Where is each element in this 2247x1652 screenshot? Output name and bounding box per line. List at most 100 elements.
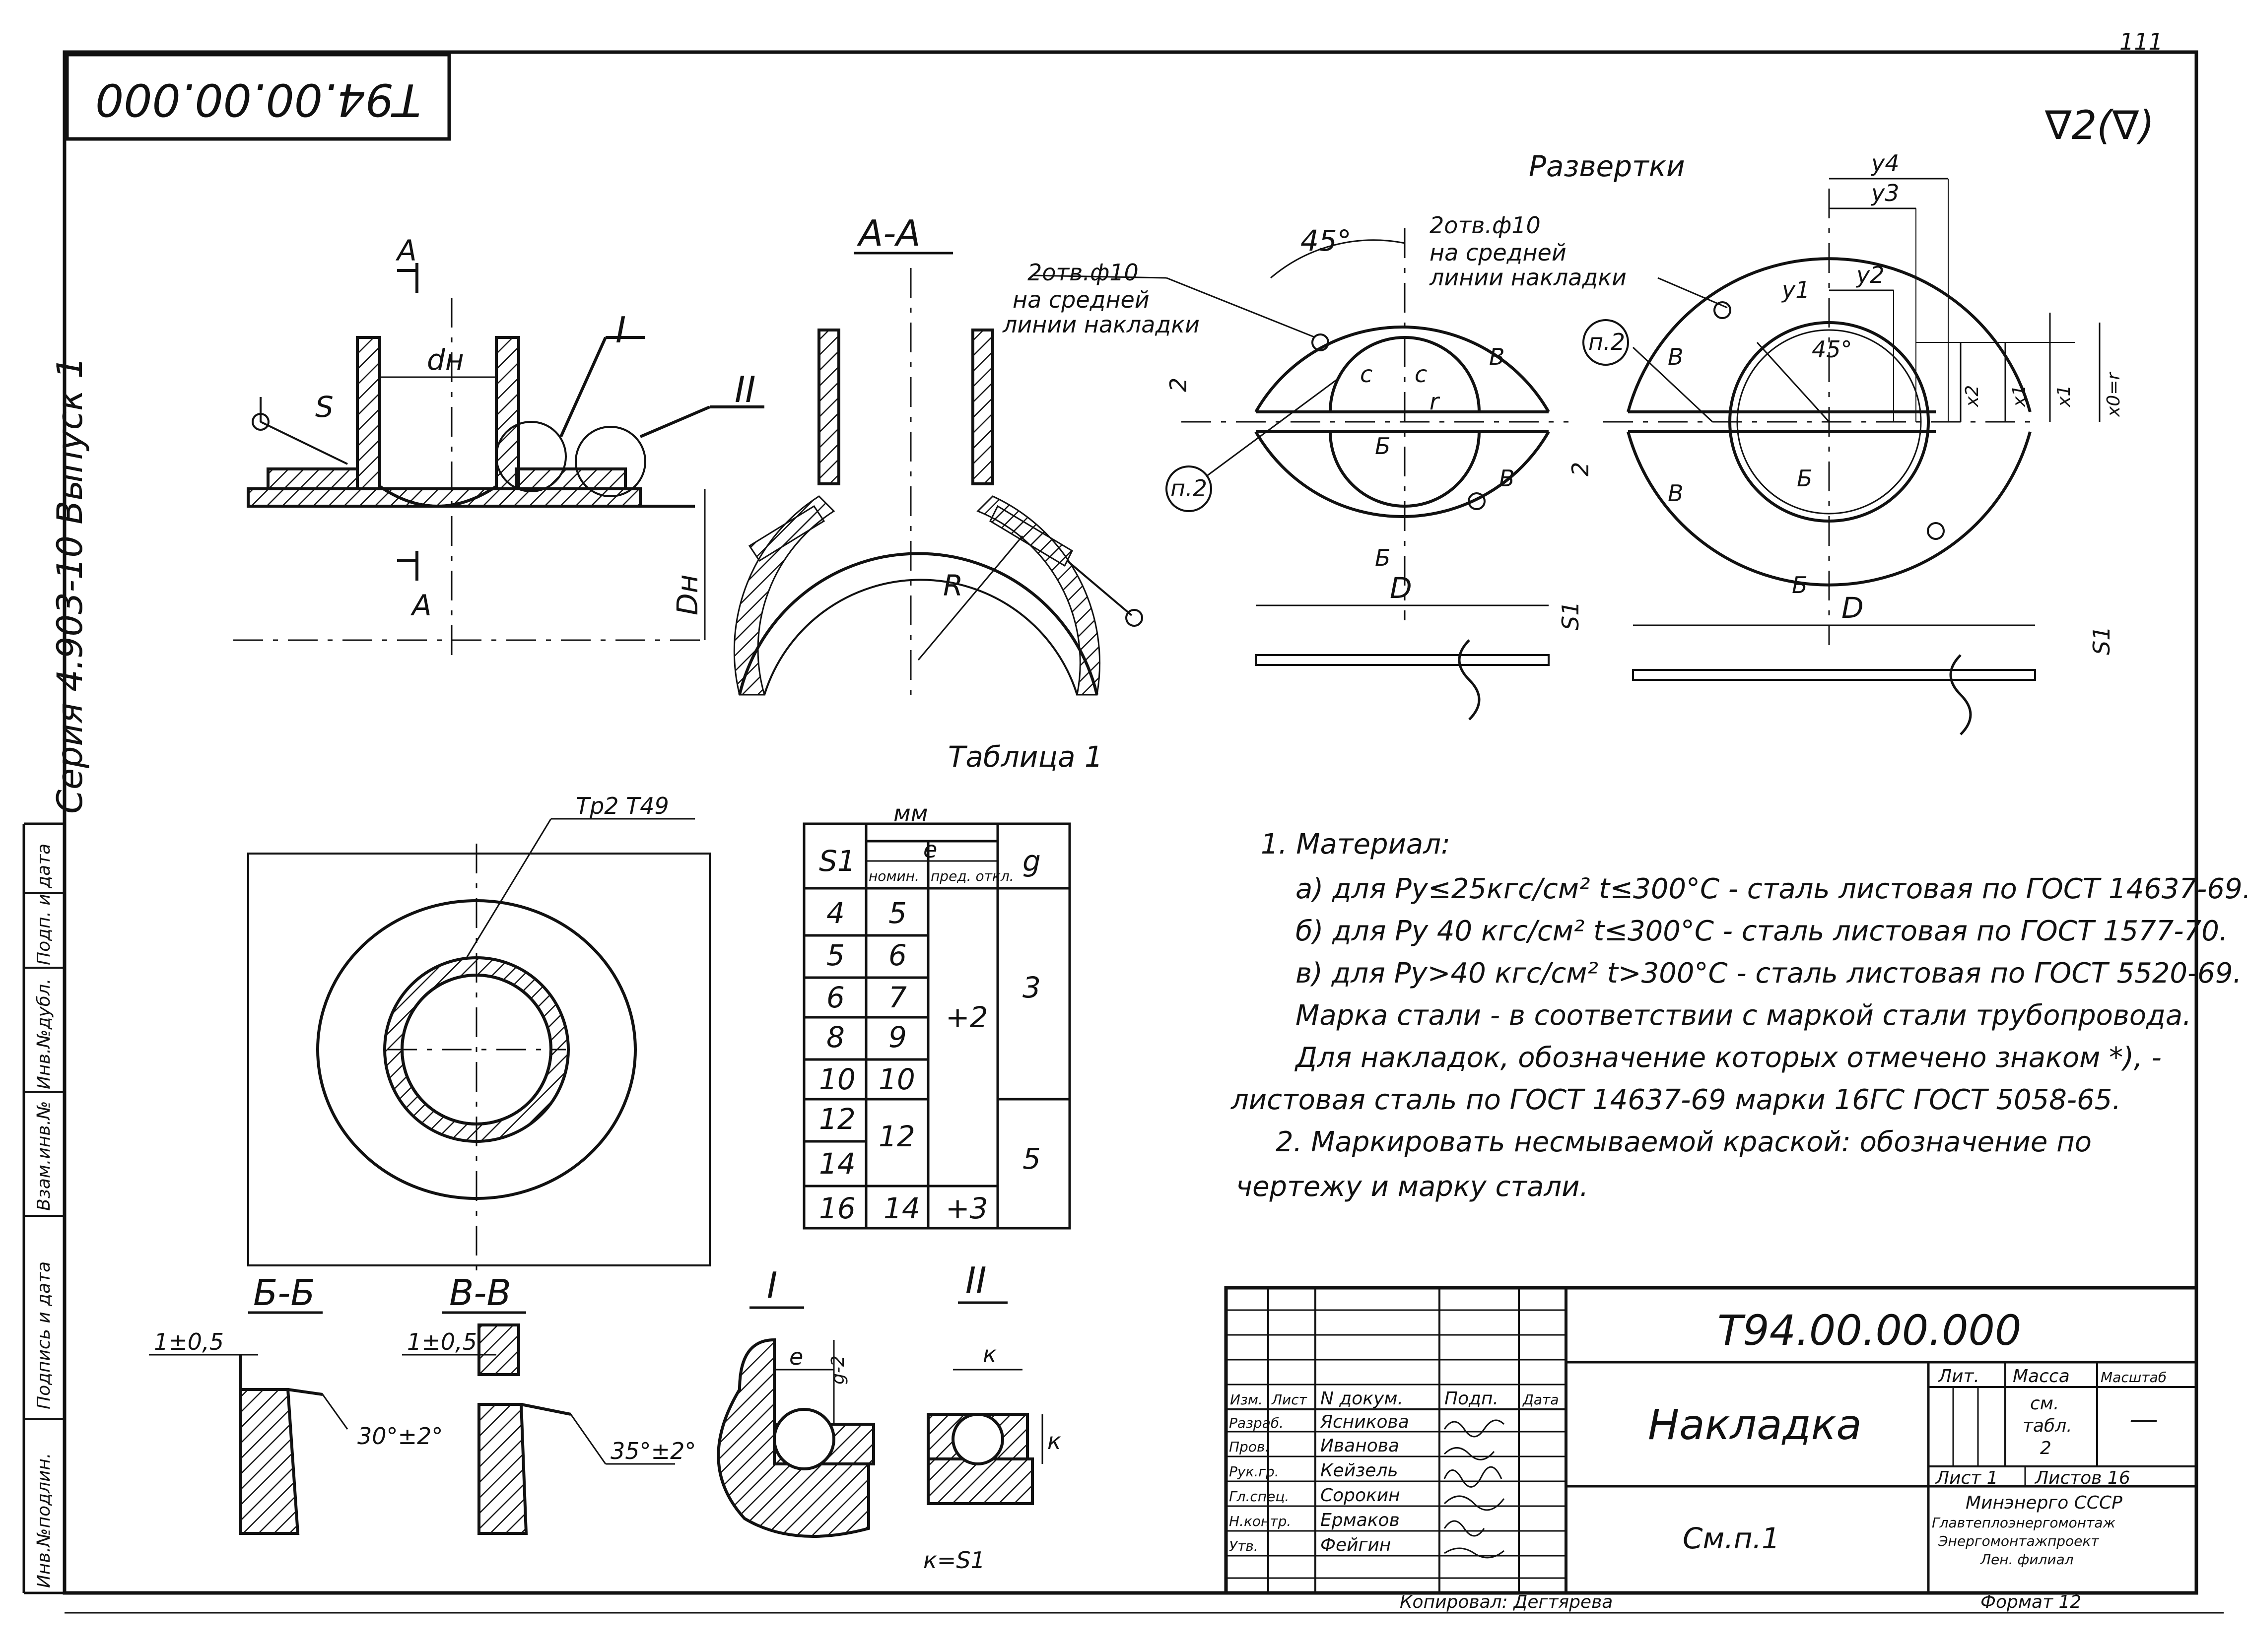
tb-h-doc: N докум. <box>1320 1388 1403 1409</box>
development-1 <box>1032 228 1568 721</box>
tb-role-4: Гл.спец. <box>1229 1488 1289 1505</box>
dev2-y4: у4 <box>1870 150 1900 177</box>
dev1-hole-line3: линии накладки <box>1002 311 1200 338</box>
table-head-dev: пред. откл. <box>931 868 1014 884</box>
tb-role-1: Разраб. <box>1229 1415 1284 1431</box>
roughness-mark: ∇2(∇) <box>2044 102 2154 148</box>
dev2-hole-line3: линии накладки <box>1429 264 1627 291</box>
series-label: Серия 4.903-10 Выпуск 1 <box>50 357 90 814</box>
dev2-V2: В <box>1668 480 1684 507</box>
title-name: Накладка <box>1648 1400 1862 1449</box>
dev1-dim2b: 2 <box>1567 462 1594 476</box>
razvertki-title: Развертки <box>1529 149 1685 183</box>
dev2-D: D <box>1841 591 1864 625</box>
detail-II <box>927 1301 1043 1505</box>
detail-II-k: к <box>983 1341 997 1368</box>
table-row-nom-1: 5 <box>888 896 907 930</box>
tb-format: Формат 12 <box>1980 1592 2081 1612</box>
tb-role-5: Н.контр. <box>1229 1513 1291 1529</box>
section-bb <box>149 1311 348 1535</box>
tb-org-2: Главтеплоэнергомонтаж <box>1932 1515 2115 1531</box>
table-row-nom-8: 14 <box>884 1191 920 1225</box>
table-units: мм <box>893 800 928 827</box>
sheet-number: 111 <box>2119 28 2163 55</box>
dev2-x1: х1 <box>2054 385 2074 407</box>
dev2-hole-line2: на средней <box>1430 239 1566 266</box>
table-row-s-6: 12 <box>819 1102 856 1136</box>
margin-label-4: Инв.№дубл. <box>34 979 54 1089</box>
dev1-hole-line1: 2отв.ф10 <box>1027 259 1139 286</box>
section-vv <box>402 1311 675 1535</box>
dev2-x2: х2 <box>1962 385 1982 407</box>
dev1-V2: В <box>1499 465 1515 492</box>
tb-mass-3: 2 <box>2040 1438 2051 1458</box>
vv-title: В-В <box>449 1272 511 1314</box>
dev2-y1: у1 <box>1781 276 1810 303</box>
dev1-c1: с <box>1360 361 1372 388</box>
note-line-7: листовая сталь по ГОСТ 14637-69 марки 16… <box>1230 1084 2121 1116</box>
tb-lit: Лит. <box>1937 1366 1979 1387</box>
mark-II: II <box>735 369 755 410</box>
detail-II-keq: к=S1 <box>923 1547 985 1574</box>
tb-role-2: Пров. <box>1229 1439 1269 1455</box>
bb-angle: 30°±2° <box>357 1423 443 1450</box>
table-head-s: S1 <box>819 844 856 878</box>
detail-I-g2: g-2 <box>828 1355 848 1385</box>
dev2-hole-line1: 2отв.ф10 <box>1430 212 1541 239</box>
table-1 <box>803 822 1071 1230</box>
title-code: Т94.00.00.000 <box>1717 1306 2021 1355</box>
table-dev-last: +3 <box>946 1191 988 1225</box>
development-2 <box>1582 178 2101 735</box>
dev2-y3: у3 <box>1870 180 1900 206</box>
dev1-r: r <box>1430 388 1440 415</box>
table-row-nom-2: 6 <box>888 938 907 972</box>
tb-massa: Масса <box>2013 1366 2070 1387</box>
left-margin: Инв.№подлин. Подпись и дата Взам.инв.№ И… <box>22 357 90 1594</box>
bb-title: Б-Б <box>253 1272 315 1314</box>
dev2-x0: х0=r <box>2104 372 2124 417</box>
dev2-p2: п.2 <box>1588 329 1625 355</box>
dev1-D: D <box>1390 571 1412 605</box>
table-row-s-7: 14 <box>819 1147 856 1181</box>
table-dev-main: +2 <box>946 1000 988 1034</box>
table-head-g: g <box>1022 844 1041 878</box>
s-label: S <box>315 390 334 424</box>
tb-h-podp: Подп. <box>1444 1388 1498 1409</box>
tb-sheet: Лист 1 <box>1935 1468 1998 1488</box>
pipe-label: Тр2 Т49 <box>576 793 669 819</box>
margin-label-5: Подп. и дата <box>34 844 54 965</box>
section-a-bottom: А <box>410 589 432 622</box>
bb-tol: 1±0,5 <box>154 1328 224 1355</box>
section-aa-view <box>733 252 1143 705</box>
title-material: См.п.1 <box>1683 1521 1780 1555</box>
notes-block: 1. Материал: а) для Ру≤25кгс/см² t≤300°С… <box>1230 828 2247 1203</box>
tb-copied: Копировал: Дегтярева <box>1400 1592 1613 1612</box>
rotated-code-box: Т94.00.00.000 <box>65 53 451 141</box>
note-line-1: 1. Материал: <box>1261 828 1450 860</box>
tb-name-2: Иванова <box>1320 1436 1399 1456</box>
tb-scale: — <box>2129 1402 2158 1436</box>
tb-name-1: Ясникова <box>1320 1412 1409 1432</box>
tb-h-list: Лист <box>1271 1391 1307 1408</box>
dev2-x1b: х1 <box>2009 385 2030 407</box>
dev2-B2: Б <box>1792 572 1808 598</box>
table-g-top: 3 <box>1022 971 1041 1004</box>
Dn-label: Dн <box>671 574 704 615</box>
tb-mass-1: см. <box>2030 1393 2059 1414</box>
table-row-nom-3: 7 <box>888 981 907 1014</box>
note-line-4: в) для Ру>40 кгс/см² t>300°С - сталь лис… <box>1295 957 2242 990</box>
dn-label: dн <box>427 343 464 377</box>
tb-h-izm: Изм. <box>1230 1391 1263 1408</box>
table-row-nom-5: 10 <box>879 1062 915 1096</box>
table-g-bottom: 5 <box>1022 1142 1041 1176</box>
note-line-8: 2. Маркировать несмываемой краской: обоз… <box>1276 1126 2092 1158</box>
tb-org-1: Минэнерго СССР <box>1966 1493 2122 1513</box>
margin-label-2: Подпись и дата <box>34 1261 54 1409</box>
top-view <box>247 818 711 1270</box>
signatures <box>1443 1419 1505 1559</box>
detail-II-k2: к <box>1047 1428 1061 1454</box>
note-line-3: б) для Ру 40 кгс/см² t≤300°С - сталь лис… <box>1295 915 2228 947</box>
tb-name-5: Ермаков <box>1320 1510 1400 1530</box>
tb-masshtab: Масштаб <box>2101 1369 2167 1386</box>
